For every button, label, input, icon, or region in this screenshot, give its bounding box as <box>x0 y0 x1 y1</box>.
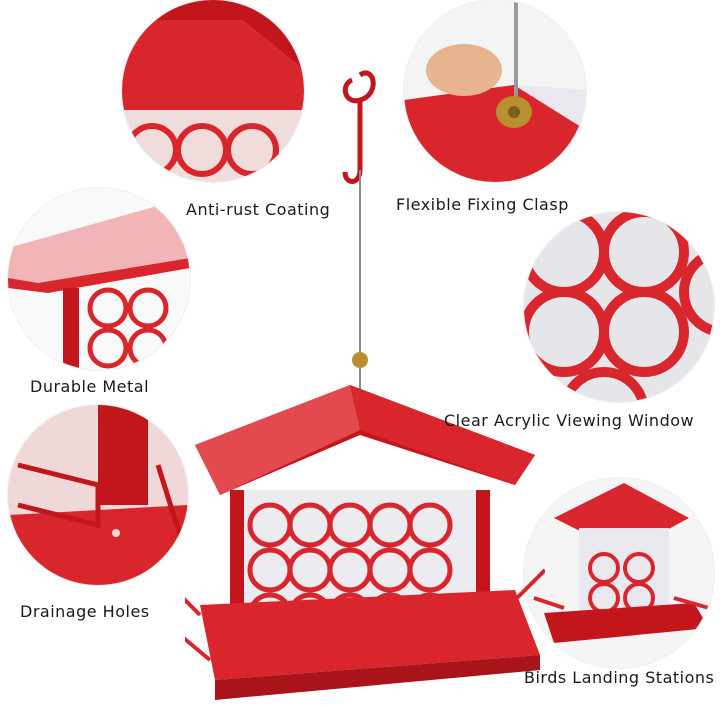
detail-drainage-circle <box>8 405 188 585</box>
detail-roof-circle <box>122 0 304 182</box>
label-flexible-fixing-clasp: Flexible Fixing Clasp <box>396 195 569 214</box>
window-detail-graphic <box>524 212 714 402</box>
metal-detail-graphic <box>8 188 190 370</box>
clasp-detail-graphic <box>404 0 586 182</box>
landing-detail-graphic <box>524 478 714 668</box>
roof-detail-graphic <box>122 0 304 182</box>
label-clear-acrylic-viewing-window: Clear Acrylic Viewing Window <box>444 411 695 430</box>
label-durable-metal: Durable Metal <box>30 377 150 396</box>
detail-clasp-circle <box>404 0 586 182</box>
bird-feeder-graphic <box>185 385 545 700</box>
drainage-detail-graphic <box>8 405 188 585</box>
label-drainage-holes: Drainage Holes <box>20 602 150 621</box>
detail-metal-circle <box>8 188 190 370</box>
detail-window-circle <box>524 212 714 402</box>
label-anti-rust-coating: Anti-rust Coating <box>186 200 331 219</box>
hanging-hook-graphic <box>342 70 376 390</box>
detail-landing-circle <box>524 478 714 668</box>
label-birds-landing-stations: Birds Landing Stations <box>524 668 715 687</box>
